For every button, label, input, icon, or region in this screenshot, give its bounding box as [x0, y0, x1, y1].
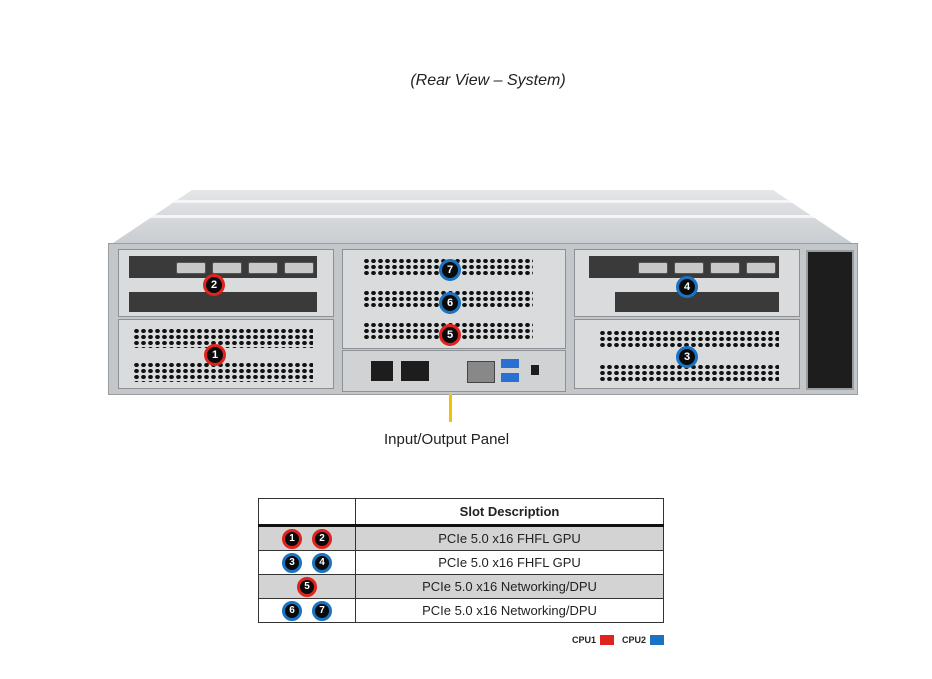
- vent-grille: [599, 364, 779, 382]
- slot-badges-cell: 5: [258, 574, 356, 599]
- slot-badge-3: 3: [282, 552, 302, 573]
- header-empty: [258, 498, 356, 527]
- slot-badge-7: 7: [439, 259, 461, 281]
- slot-description: PCIe 5.0 x16 Networking/DPU: [355, 598, 664, 623]
- io-panel: [342, 350, 566, 392]
- gpu-heatsink: [615, 292, 779, 312]
- bay-slot-1: [118, 319, 334, 389]
- vent-grille: [133, 328, 313, 348]
- gpu-display-ports: [129, 256, 317, 278]
- io-panel-label: Input/Output Panel: [384, 431, 510, 448]
- power-port: [371, 361, 393, 381]
- psu-bay: [806, 250, 854, 390]
- slot-badge-4: 4: [312, 552, 332, 573]
- usb-port: [501, 359, 519, 368]
- gpu-heatsink: [129, 292, 317, 312]
- slot-badge-4: 4: [676, 276, 698, 298]
- lid-ridge: [110, 215, 855, 218]
- bay-slot-3: [574, 319, 800, 389]
- lan-port: [467, 361, 495, 383]
- cpu-legend: CPU1 CPU2: [572, 635, 664, 645]
- slot-badge-1: 1: [282, 528, 302, 549]
- vent-grille: [599, 330, 779, 348]
- usb-port: [501, 373, 519, 382]
- slot-badge-2: 2: [312, 528, 332, 549]
- slot-badge-2: 2: [203, 274, 225, 296]
- slot-badge-6: 6: [439, 292, 461, 314]
- vent-grille: [133, 362, 313, 382]
- legend-cpu2-swatch: [650, 635, 664, 645]
- page-title: (Rear View – System): [410, 72, 566, 89]
- slot-badge-1: 1: [204, 344, 226, 366]
- slot-description: PCIe 5.0 x16 Networking/DPU: [355, 574, 664, 599]
- table-header-row: Slot Description: [258, 498, 664, 527]
- slot-description: PCIe 5.0 x16 FHFL GPU: [355, 550, 664, 575]
- slot-badge-5: 5: [297, 576, 317, 597]
- legend-cpu1-swatch: [599, 635, 614, 645]
- slot-badge-5: 5: [439, 324, 461, 346]
- server-lid: [110, 190, 855, 245]
- slot-description: PCIe 5.0 x16 FHFL GPU: [355, 525, 664, 551]
- legend-cpu1-label: CPU1: [571, 635, 596, 645]
- legend-cpu2-label: CPU2: [621, 635, 646, 645]
- gpu-bay-slot-2: [118, 249, 334, 317]
- vga-port: [401, 361, 429, 381]
- slot-badge-7: 7: [312, 600, 332, 621]
- io-panel-pointer: [449, 394, 452, 422]
- slot-badge-6: 6: [282, 600, 302, 621]
- slot-badge-3: 3: [676, 346, 698, 368]
- gpu-display-ports: [589, 256, 779, 278]
- table-row: 5 PCIe 5.0 x16 Networking/DPU: [258, 574, 664, 599]
- mini-dp-port: [531, 365, 539, 375]
- lid-ridge: [110, 200, 855, 203]
- header-slot-description: Slot Description: [355, 498, 664, 527]
